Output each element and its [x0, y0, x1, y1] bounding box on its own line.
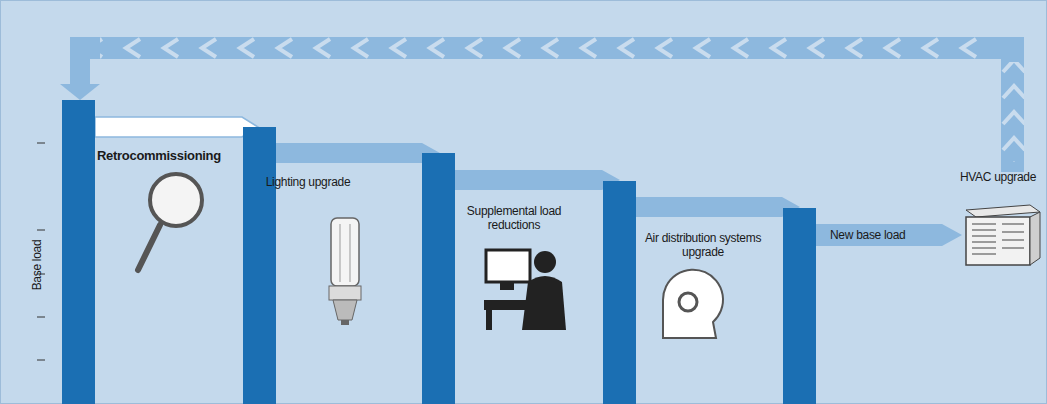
fan-icon — [663, 270, 723, 338]
stage-label: Supplemental load reductions — [458, 204, 570, 232]
stage-label: HVAC upgrade — [950, 170, 1046, 184]
stage-label: New base load — [830, 228, 940, 242]
hvac-unit-icon — [966, 205, 1040, 265]
stage-label: Lighting upgrade — [262, 175, 354, 189]
return-arrow — [60, 37, 1024, 172]
bulb-icon — [329, 218, 361, 325]
load-bars — [62, 100, 816, 404]
computer-user-icon — [484, 250, 566, 330]
stage-label: Retrocommissioning — [97, 149, 247, 163]
magnifier-icon — [138, 174, 202, 270]
step-arrows — [95, 117, 962, 246]
axis-label: Base load — [30, 230, 44, 300]
stage-label: Air distribution systems upgrade — [640, 231, 766, 259]
